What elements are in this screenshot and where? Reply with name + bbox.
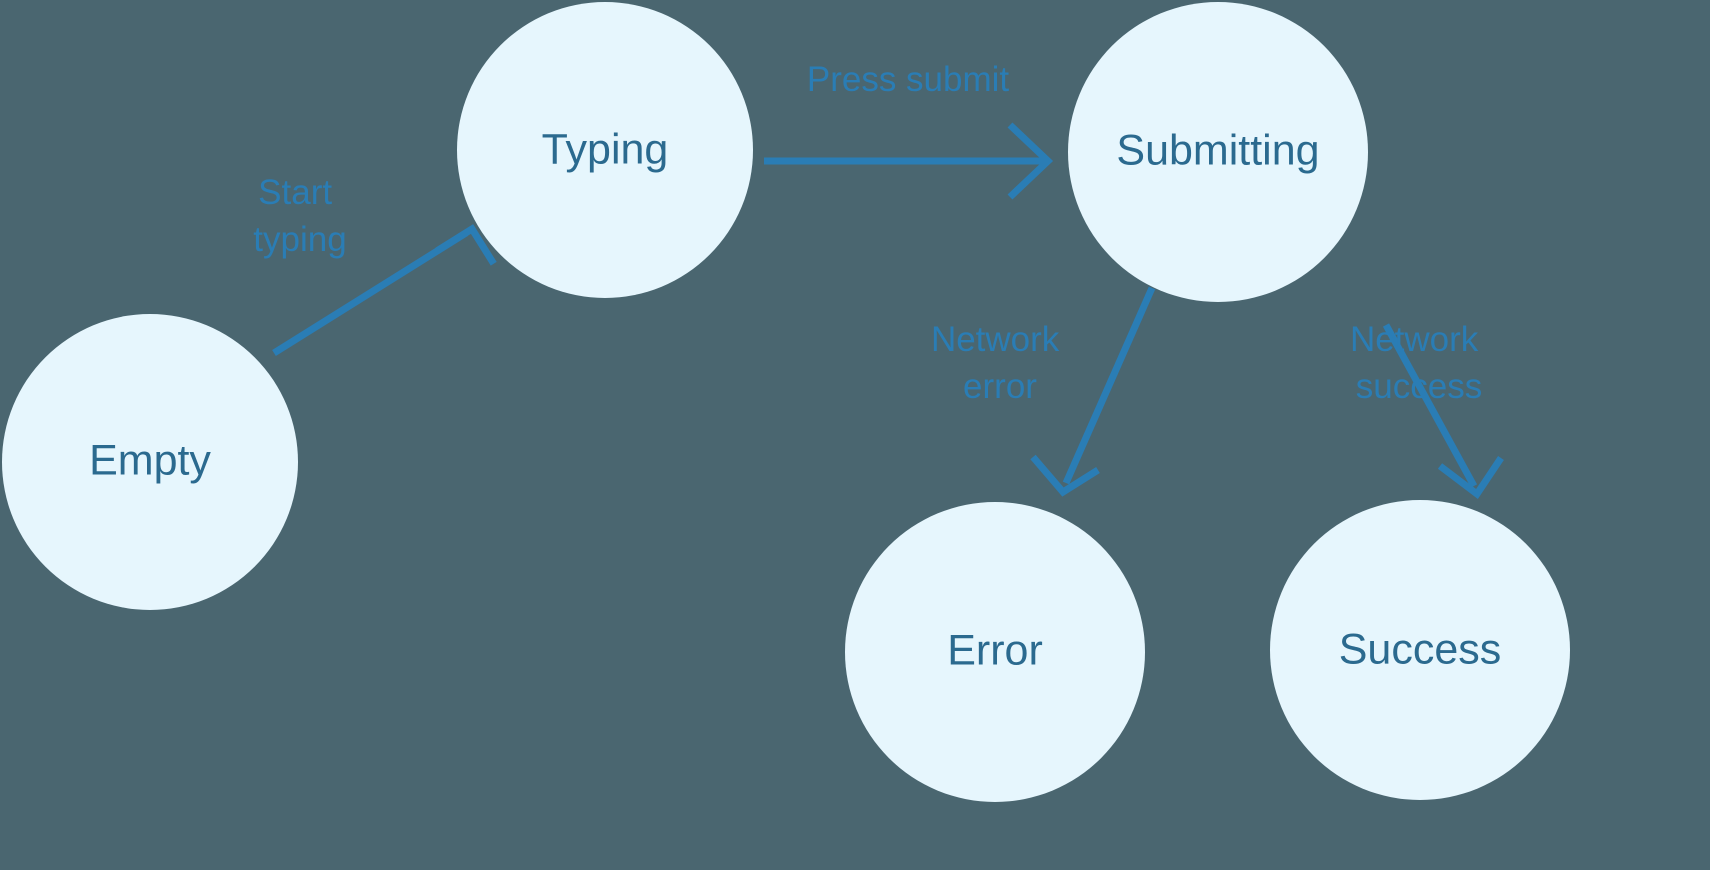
state-node-label-success: Success — [1339, 625, 1502, 673]
state-node-shape — [845, 502, 1145, 802]
state-node-shape — [1068, 2, 1368, 302]
state-node-typing[interactable]: Typing — [457, 2, 753, 298]
edge-label-submitting-to-error: Network error — [931, 320, 1069, 406]
edge-submitting-to-success[interactable]: Network success — [1350, 320, 1504, 500]
state-node-label-submitting: Submitting — [1116, 126, 1319, 174]
arrowhead-icon — [1007, 122, 1054, 200]
state-node-label-typing: Typing — [542, 125, 669, 173]
state-node-label-error: Error — [947, 626, 1043, 674]
state-node-label-empty: Empty — [89, 436, 211, 484]
edge-label-line: Network — [931, 320, 1060, 359]
edge-typing-to-submitting[interactable]: Press submit — [764, 60, 1054, 200]
state-node-shape — [1270, 500, 1570, 800]
edge-label-submitting-to-success: Network success — [1350, 320, 1488, 406]
edge-label-typing-to-submitting: Press submit — [807, 60, 1010, 99]
state-node-success[interactable]: Success — [1270, 500, 1570, 800]
edge-label-line: typing — [253, 220, 346, 259]
edge-label-line: Start — [258, 173, 332, 212]
state-node-error[interactable]: Error — [845, 502, 1145, 802]
arrowhead-icon — [1030, 454, 1100, 497]
edge-line — [1062, 286, 1156, 485]
state-node-shape — [457, 2, 753, 298]
edge-label-line: success — [1356, 367, 1482, 406]
edge-label-line: Network — [1350, 320, 1479, 359]
edge-label-line: error — [963, 367, 1037, 406]
arrowhead-icon — [435, 224, 497, 266]
edge-submitting-to-error[interactable]: Network error — [931, 286, 1156, 497]
state-node-empty[interactable]: Empty — [2, 314, 298, 610]
edge-label-line: Press submit — [807, 60, 1010, 99]
edge-line — [272, 230, 468, 356]
edge-empty-to-typing[interactable]: Start typing — [253, 173, 497, 356]
edge-label-empty-to-typing: Start typing — [253, 173, 346, 259]
edge-line — [1382, 323, 1478, 488]
arrowhead-icon — [1437, 456, 1504, 500]
state-node-submitting[interactable]: Submitting — [1068, 2, 1368, 302]
state-node-shape — [2, 314, 298, 610]
